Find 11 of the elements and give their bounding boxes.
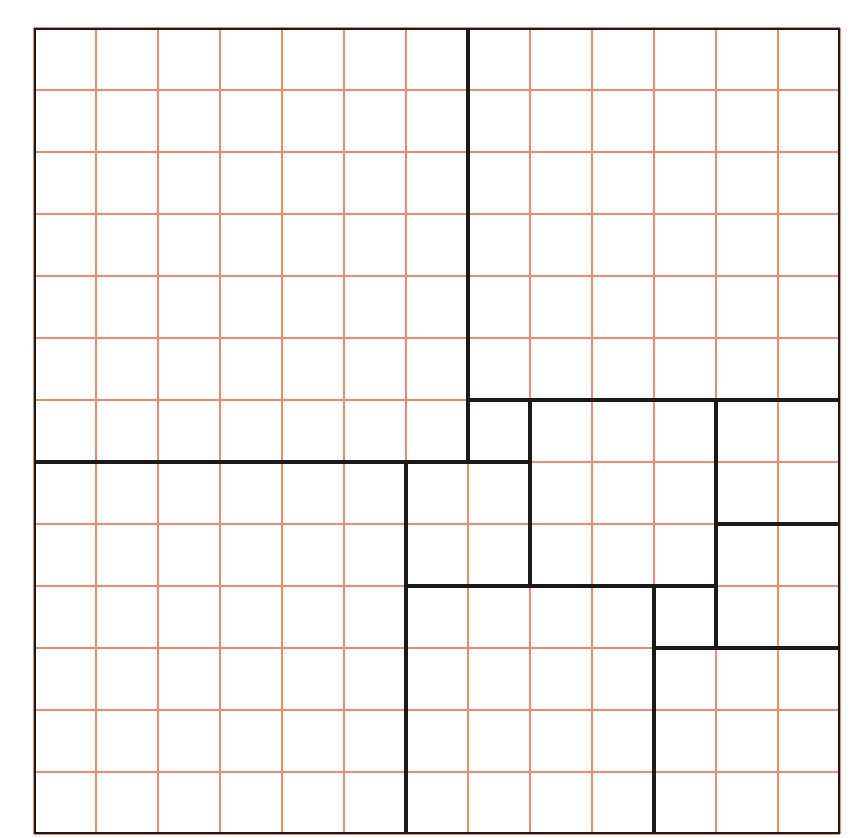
square xyxy=(716,400,840,524)
square xyxy=(530,400,716,586)
square xyxy=(34,462,406,834)
square xyxy=(654,586,716,648)
square xyxy=(468,28,840,400)
square xyxy=(406,462,530,586)
square xyxy=(406,586,654,834)
square xyxy=(654,648,840,834)
square xyxy=(468,400,530,462)
square xyxy=(34,28,468,462)
square xyxy=(716,524,840,648)
